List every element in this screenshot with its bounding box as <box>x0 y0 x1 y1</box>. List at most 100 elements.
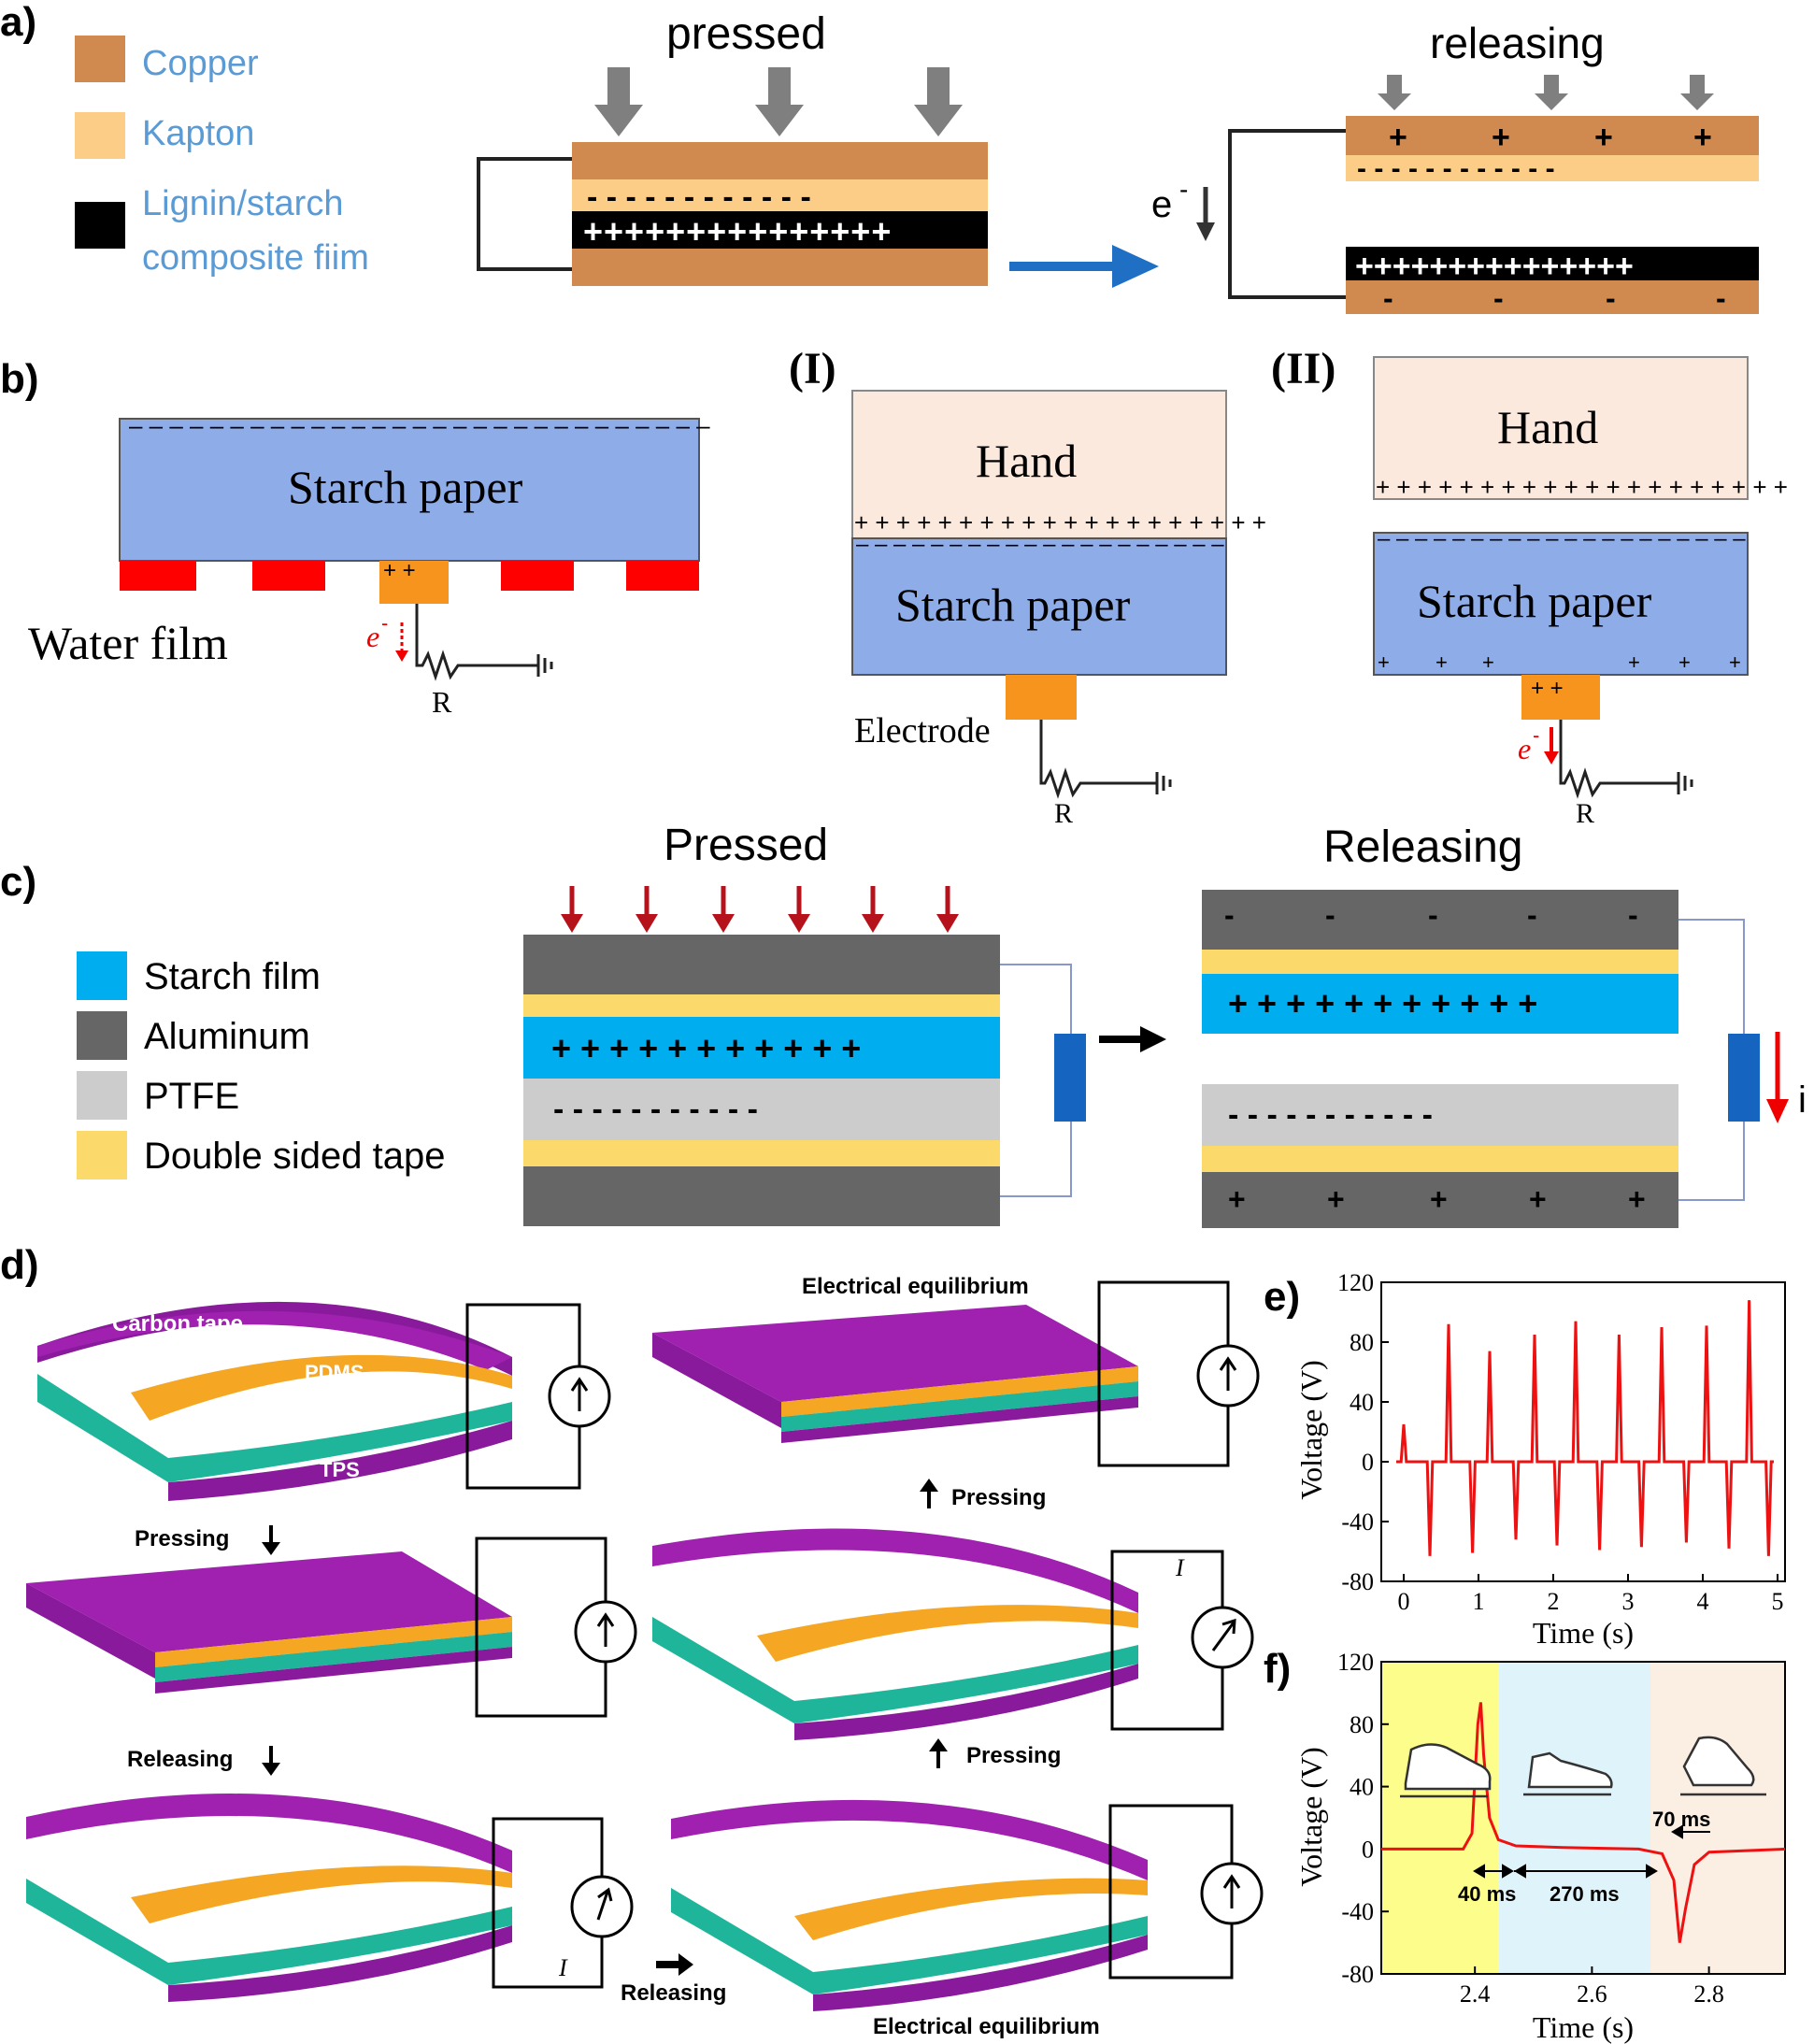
hand-block-2 <box>1373 356 1749 500</box>
legend-lignin-label: Lignin/starch <box>142 184 343 223</box>
svg-text:+: + <box>1492 120 1510 155</box>
svg-text:-: - <box>1628 898 1638 932</box>
svg-text:-: - <box>1224 898 1235 932</box>
pressed-minus-row: - - - - - - - - - - - - <box>587 179 811 215</box>
pressed-kapton <box>572 179 988 211</box>
releasing-kapton <box>1346 155 1759 181</box>
pressed-c-aluminum-bottom <box>523 1166 1000 1226</box>
releasing-circuit-wire <box>1228 129 1346 299</box>
pressed-c-ptfe <box>523 1079 1000 1140</box>
releasing-top-copper <box>1346 116 1759 155</box>
chart-e-ytick-label-5: 120 <box>1337 1269 1374 1296</box>
svg-text:+: + <box>1327 1182 1345 1216</box>
pressing-label-3: Pressing <box>966 1743 1061 1768</box>
pressed-c-aluminum-top <box>523 935 1000 994</box>
pressing-arrow-2 <box>920 1479 938 1508</box>
pressed-lignin-film <box>572 211 988 249</box>
releasing-bottom-minus: ---- <box>1383 281 1726 315</box>
pressed-c-minus-row: - - - - - - - - - - - <box>553 1092 758 1127</box>
releasing-bottom-copper <box>1346 280 1759 314</box>
current-label-d2: I <box>1175 1554 1185 1581</box>
panel-b-label: b) <box>0 356 39 402</box>
svg-text:-: - <box>1606 281 1616 315</box>
svg-text:+: + <box>1529 1182 1547 1216</box>
pressing-arrow-3 <box>929 1738 948 1768</box>
legend-starch-film-swatch <box>77 951 127 1000</box>
svg-text:+: + <box>1729 650 1741 674</box>
main-wire <box>415 604 538 681</box>
chart-f-series-line <box>1381 1702 1786 1943</box>
transition-arrow-c <box>1099 1026 1166 1052</box>
svg-text:+: + <box>1378 650 1390 674</box>
electron-label-a: e <box>1151 184 1172 225</box>
electrode-main <box>379 561 449 604</box>
chart-e-ytick-label-1: -40 <box>1341 1508 1374 1536</box>
chart-f-ytick-label-3: 40 <box>1350 1774 1374 1801</box>
press-arrows <box>594 67 963 136</box>
electrode-2 <box>1521 675 1600 720</box>
svg-text:-: - <box>1325 898 1336 932</box>
panel-d: d) Carbon tape PDMS TPS Pressing <box>0 1242 1264 2039</box>
releasing-lignin-film <box>1346 247 1759 280</box>
svg-text:+: + <box>1228 1182 1246 1216</box>
chart-e-xtick-label-5: 5 <box>1772 1588 1784 1615</box>
electrode-1 <box>1006 675 1077 720</box>
svg-text:+: + <box>1435 650 1448 674</box>
hand-plus-row-1: + + + + + + + + + + + + + + + + + + + + <box>854 508 1266 536</box>
panel-c-label: c) <box>0 859 36 905</box>
ground-symbol-1 <box>1155 772 1172 794</box>
svg-text:+: + <box>1482 650 1494 674</box>
releasing-label-1: Releasing <box>127 1747 233 1772</box>
electron-sup-a: - <box>1179 175 1188 204</box>
releasing-c-tape-top <box>1202 950 1678 974</box>
chart-e-xlabel: Time (s) <box>1533 1616 1634 1650</box>
releasing-arrow-1 <box>262 1746 280 1776</box>
current-label-c: i <box>1798 1079 1807 1121</box>
electron-sup-b2: - <box>1533 723 1539 747</box>
releasing-plus-row: +++++++++++++++ <box>1355 249 1634 284</box>
legend-copper-swatch <box>75 36 125 82</box>
electron-label-b1: e <box>366 620 379 653</box>
electron-sup-b1: - <box>381 611 388 635</box>
chart-f-bands <box>1381 1662 1785 1974</box>
panel-a-label: a) <box>0 0 36 45</box>
ann-70ms: 70 ms <box>1652 1808 1710 1831</box>
chart-e-ytick-label-0: -80 <box>1341 1568 1374 1595</box>
svg-text:+: + <box>1430 1182 1448 1216</box>
hand-block-1 <box>851 390 1227 539</box>
releasing-c-starch <box>1202 974 1678 1034</box>
chart-f-band-1 <box>1498 1662 1650 1974</box>
svg-text:-: - <box>1428 898 1438 932</box>
shoe-icon-flat <box>1527 1751 1613 1789</box>
electrode-2-plus: + + <box>1531 676 1564 701</box>
pressed-title-c: Pressed <box>664 821 828 870</box>
chart-e-xtick-label-4: 4 <box>1697 1588 1709 1615</box>
svg-text:+: + <box>1628 650 1640 674</box>
starch-paper-label-2: Starch paper <box>1417 575 1652 627</box>
pressed-plus-row: +++++++++++++++ <box>583 212 892 250</box>
legend-tape-swatch <box>77 1131 127 1179</box>
releasing-title-c: Releasing <box>1323 822 1522 872</box>
releasing-c-tape-bottom <box>1202 1146 1678 1172</box>
svg-text:-: - <box>1383 281 1393 315</box>
svg-text:+: + <box>1594 120 1613 155</box>
hand-plus-row-2: + + + + + + + + + + + + + + + + + + + + <box>1376 473 1788 501</box>
pressed-title: pressed <box>666 9 826 59</box>
resistor-label-main: R <box>432 685 452 719</box>
release-arrows <box>1378 75 1714 110</box>
pressed-circuit-wire <box>477 157 572 271</box>
pressed-c-tape-bottom <box>523 1140 1000 1166</box>
releasing-minus-row: - - - - - - - - - - - - <box>1357 153 1555 184</box>
pressing-label-1: Pressing <box>135 1526 229 1551</box>
teng-stage-separated: Carbon tape PDMS TPS <box>37 1301 611 1501</box>
pressed-c-plus-row: + + + + + + + + + + + <box>551 1029 861 1067</box>
shoe-icon-toe-off <box>1682 1736 1755 1787</box>
legend-lignin-swatch <box>75 202 125 249</box>
tps-label: TPS <box>320 1458 360 1481</box>
chart-f-xtick-label-1: 2.6 <box>1577 1980 1607 2008</box>
chart-e-xtick-label-2: 2 <box>1548 1588 1560 1615</box>
releasing-label-2: Releasing <box>621 1980 726 2006</box>
